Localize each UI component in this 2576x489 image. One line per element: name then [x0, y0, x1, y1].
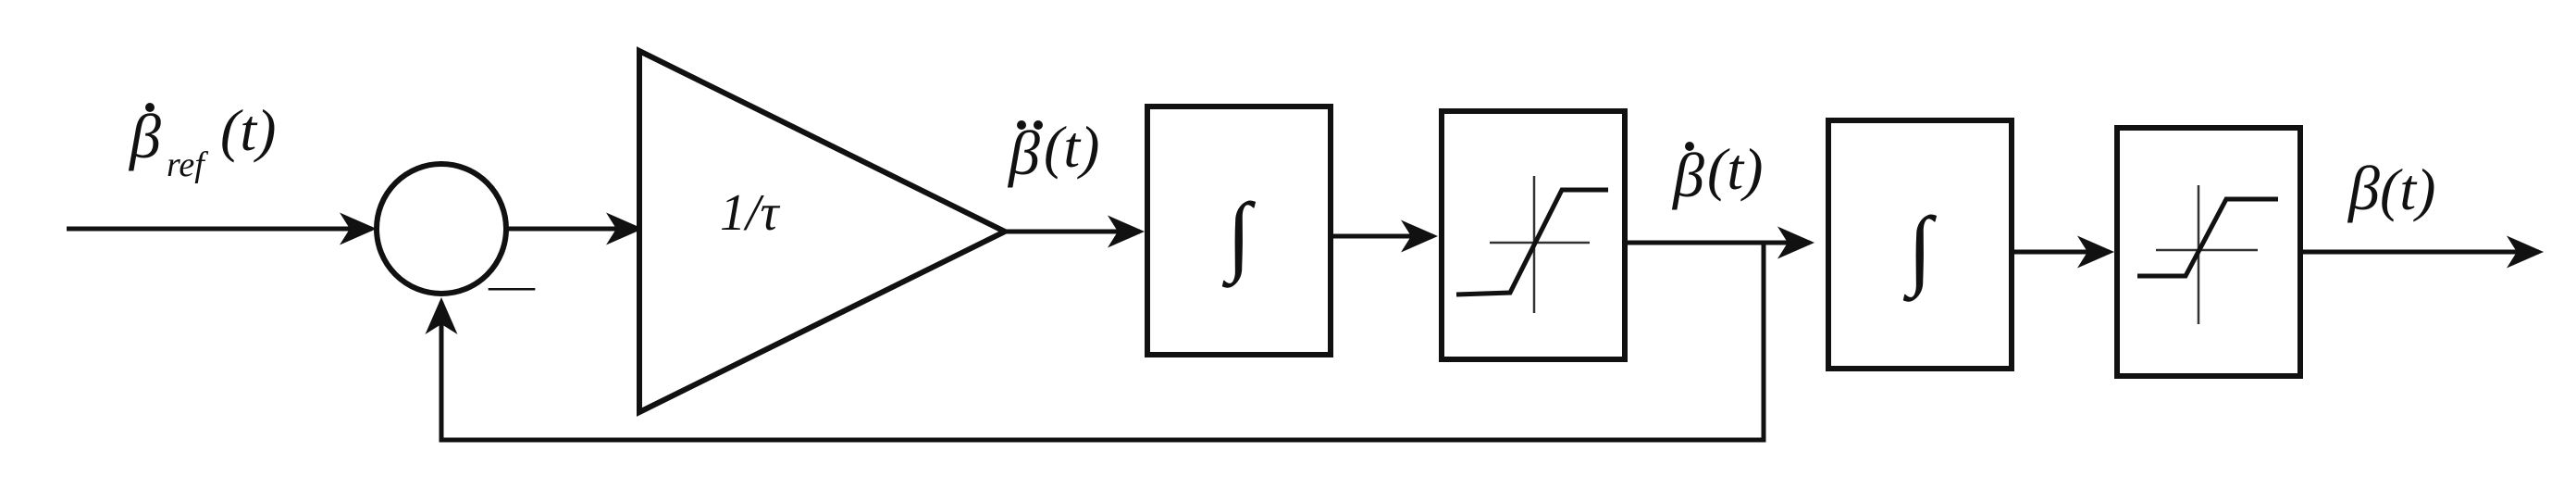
integrator-1 [1145, 104, 1333, 357]
svg-text:(t): (t) [1707, 136, 1763, 202]
saturation-2-graph [2137, 185, 2278, 324]
gain-label: 1/τ [720, 184, 781, 242]
saturation-2 [2114, 125, 2303, 379]
rate-label: β (t) [1671, 136, 1763, 210]
svg-text:β: β [1671, 140, 1704, 210]
integrator-2-symbol: ∫ [1902, 198, 1938, 302]
saturation-1-graph [1455, 176, 1608, 313]
integrator-2 [1826, 118, 2014, 371]
minus-sign: — [488, 258, 536, 310]
summing-junction [374, 161, 509, 296]
svg-text:(t): (t) [220, 97, 276, 163]
accel-label: β (t) [1007, 114, 1099, 188]
svg-text:ref: ref [167, 145, 208, 184]
svg-text:(t): (t) [1044, 114, 1099, 180]
svg-text:β: β [2347, 153, 2380, 223]
integrator-1-symbol: ∫ [1221, 184, 1257, 288]
svg-text:β: β [128, 101, 161, 171]
gain-block [637, 46, 1011, 417]
svg-text:β: β [1007, 118, 1040, 188]
output-label: β (t) [2347, 153, 2435, 223]
input-label: β ref (t) [128, 97, 276, 184]
svg-text:(t): (t) [2380, 157, 2435, 222]
feedback-line [425, 243, 1766, 443]
